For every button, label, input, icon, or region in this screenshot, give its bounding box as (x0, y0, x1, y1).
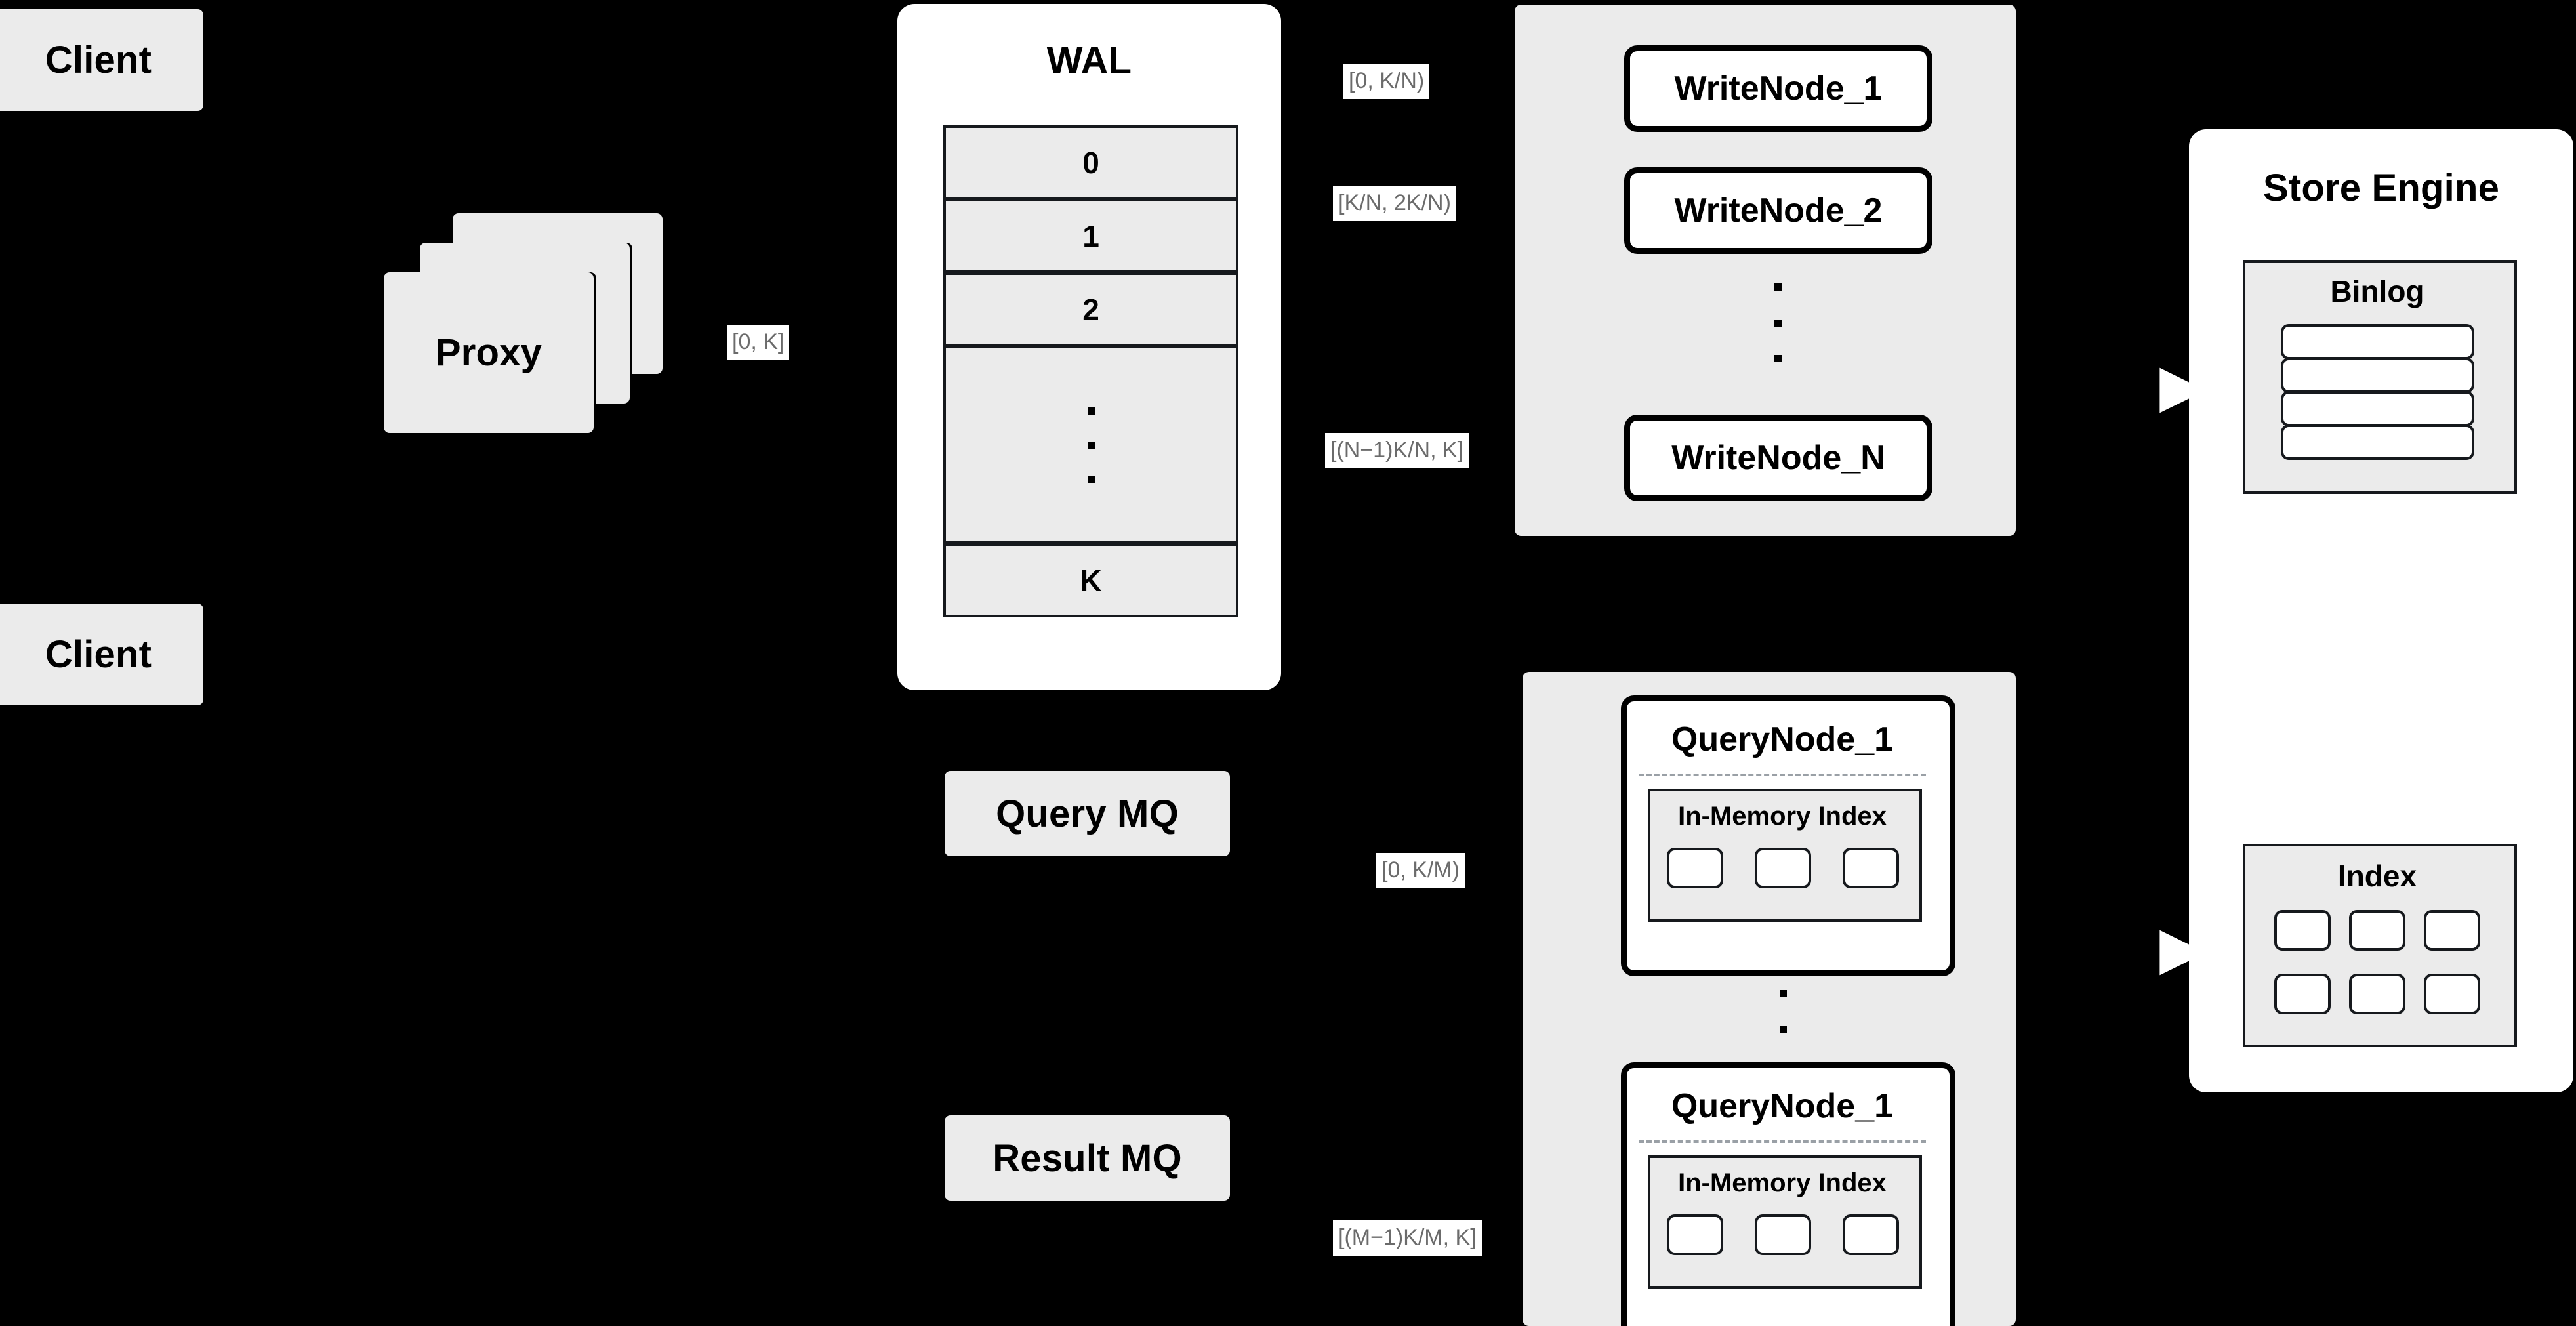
index-segment-cell (1755, 848, 1811, 888)
index-cell (2349, 974, 2405, 1014)
index-title: Index (2245, 857, 2509, 895)
edge-label-writenode-1: [0, K/N) (1343, 64, 1430, 99)
proxy-box[interactable]: Proxy (384, 272, 594, 433)
query-node-divider (1639, 1140, 1926, 1143)
query-node-title: QueryNode_1 (1627, 1087, 1938, 1126)
vertical-ellipsis-icon (1087, 407, 1095, 483)
binlog-title-text: Binlog (2330, 274, 2424, 308)
edge-label-text: [0, K] (732, 329, 785, 354)
query-node-label: QueryNode_1 (1671, 1087, 1894, 1125)
index-cell (2424, 910, 2480, 951)
result-mq-label: Result MQ (992, 1136, 1182, 1180)
write-node-label: WriteNode_2 (1674, 192, 1883, 230)
write-node-label: WriteNode_1 (1674, 70, 1883, 108)
query-node-cluster: QueryNode_1 In-Memory Index QueryNode_1 (1523, 672, 2016, 1326)
store-engine-title: Store Engine (2189, 166, 2573, 209)
query-mq-box[interactable]: Query MQ (945, 771, 1230, 856)
edge-label-text: [(N−1)K/N, K] (1330, 438, 1464, 463)
in-memory-index-label: In-Memory Index (1678, 1168, 1887, 1197)
index-title-text: Index (2337, 859, 2417, 893)
wal-row-label: 1 (1082, 218, 1099, 253)
edge-label-text: [0, K/M) (1381, 858, 1460, 882)
index-segment-cell (1843, 848, 1899, 888)
binlog-row (2281, 425, 2474, 460)
wal-row-label: K (1080, 563, 1102, 598)
proxy-stack[interactable]: Proxy (384, 213, 692, 433)
edge-label-text: [(M−1)K/M, K] (1338, 1225, 1477, 1250)
query-mq-label: Query MQ (996, 792, 1179, 835)
client-label: Client (45, 39, 152, 81)
write-cluster-ellipsis-icon (1774, 283, 1782, 362)
index-cell (2274, 974, 2331, 1014)
query-node-1[interactable]: QueryNode_1 In-Memory Index (1621, 695, 1955, 976)
client-label: Client (45, 633, 152, 676)
binlog-box: Binlog (2243, 260, 2517, 494)
wal-row-ellipsis (943, 346, 1238, 544)
wal-row-2: 2 (943, 272, 1238, 346)
in-memory-index-label: In-Memory Index (1678, 801, 1887, 831)
index-segment-cell (1755, 1214, 1811, 1255)
client-box-1[interactable]: Client (0, 9, 203, 111)
index-segment-cell (1843, 1214, 1899, 1255)
store-engine-panel: Store Engine Binlog Index (2189, 129, 2573, 1092)
in-memory-index-title: In-Memory Index (1650, 799, 1914, 833)
in-memory-index-title: In-Memory Index (1650, 1166, 1914, 1200)
index-cell (2424, 974, 2480, 1014)
wal-title-text: WAL (1046, 39, 1132, 82)
binlog-row (2281, 324, 2474, 360)
in-memory-index-box: In-Memory Index (1648, 789, 1922, 922)
edge-label-writenode-n: [(N−1)K/N, K] (1325, 433, 1469, 468)
edge-label-proxy-to-wal: [0, K] (727, 325, 790, 360)
write-node-1[interactable]: WriteNode_1 (1624, 45, 1932, 132)
edge-label-writenode-2: [K/N, 2K/N) (1333, 186, 1456, 221)
index-segment-cell (1667, 848, 1723, 888)
index-cell (2349, 910, 2405, 951)
binlog-row (2281, 358, 2474, 393)
client-box-2[interactable]: Client (0, 604, 203, 705)
write-node-label: WriteNode_N (1671, 439, 1885, 477)
edge-label-text: [K/N, 2K/N) (1338, 190, 1451, 215)
in-memory-index-box: In-Memory Index (1648, 1155, 1922, 1289)
wal-row-0: 0 (943, 125, 1238, 199)
query-node-title: QueryNode_1 (1627, 720, 1938, 759)
query-cluster-ellipsis-icon (1780, 990, 1787, 1069)
query-node-divider (1639, 774, 1926, 776)
write-node-cluster: WriteNode_1 WriteNode_2 WriteNode_N (1515, 5, 2016, 536)
store-engine-title-text: Store Engine (2262, 166, 2500, 209)
query-node-m[interactable]: QueryNode_1 In-Memory Index (1621, 1062, 1955, 1326)
wal-row-k: K (943, 543, 1238, 617)
write-node-n[interactable]: WriteNode_N (1624, 415, 1932, 501)
wal-row-1: 1 (943, 199, 1238, 273)
wal-title: WAL (897, 39, 1281, 82)
wal-panel: WAL 0 1 2 K (897, 4, 1281, 690)
proxy-label: Proxy (435, 331, 542, 374)
index-cell (2274, 910, 2331, 951)
index-segment-cell (1667, 1214, 1723, 1255)
edge-label-text: [0, K/N) (1349, 68, 1425, 93)
result-mq-box[interactable]: Result MQ (945, 1115, 1230, 1201)
wal-row-label: 2 (1082, 292, 1099, 327)
binlog-title: Binlog (2245, 272, 2509, 310)
index-box: Index (2243, 844, 2517, 1047)
edge-label-querynode-1: [0, K/M) (1376, 853, 1465, 888)
binlog-row (2281, 391, 2474, 426)
wal-row-label: 0 (1082, 145, 1099, 180)
write-node-2[interactable]: WriteNode_2 (1624, 167, 1932, 254)
edge-label-querynode-m: [(M−1)K/M, K] (1333, 1220, 1482, 1256)
query-node-label: QueryNode_1 (1671, 720, 1894, 758)
